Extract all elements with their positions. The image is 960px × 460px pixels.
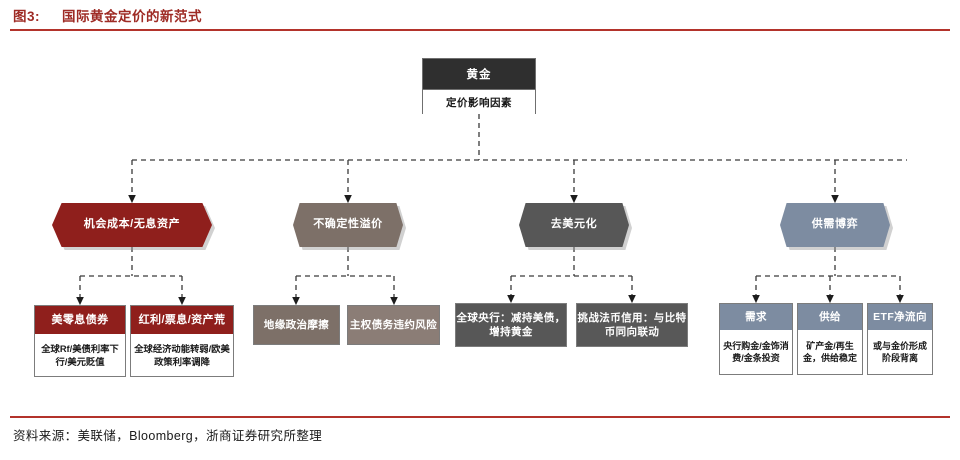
- leaf-title: 红利/票息/资产荒: [131, 306, 233, 334]
- leaf-global-central-banks[interactable]: 全球央行：减持美债，增持黄金: [455, 303, 567, 347]
- header-divider: [10, 29, 950, 31]
- page-title: 国际黄金定价的新范式: [62, 9, 203, 24]
- diagram-canvas: 黄金 定价影响因素 机会成本/无息资产 不确定性溢价 去美元化 供需博弈 美零息…: [0, 31, 960, 415]
- leaf-supply[interactable]: 供给 矿产金/再生金，供给稳定: [797, 303, 863, 375]
- leaf-dividend-coupon-asset-shortage[interactable]: 红利/票息/资产荒 全球经济动能转弱/欧美政策利率调降: [130, 305, 234, 377]
- node-uncertainty-premium[interactable]: 不确定性溢价: [293, 203, 403, 247]
- root-node-subtitle: 定价影响因素: [423, 90, 535, 114]
- leaf-etf-net-flow[interactable]: ETF净流向 或与金价形成阶段背离: [867, 303, 933, 375]
- leaf-detail: 全球Rf/美债利率下行/美元贬值: [41, 343, 119, 367]
- node-dedollarization[interactable]: 去美元化: [519, 203, 629, 247]
- connector-lines: [76, 114, 907, 306]
- leaf-demand[interactable]: 需求 央行购金/金饰消费/金条投资: [719, 303, 793, 375]
- node-supply-demand[interactable]: 供需博弈: [780, 203, 890, 247]
- root-node-title: 黄金: [423, 59, 535, 90]
- leaf-title: ETF净流向: [868, 304, 932, 330]
- leaf-title: 供给: [798, 304, 862, 330]
- figure-header: 图3: 国际黄金定价的新范式: [0, 0, 960, 30]
- leaf-detail: 全球经济动能转弱/欧美政策利率调降: [134, 343, 230, 367]
- leaf-detail: 矿产金/再生金，供给稳定: [802, 340, 857, 363]
- node-opportunity-cost[interactable]: 机会成本/无息资产: [52, 203, 212, 247]
- leaf-us-zero-coupon-bond[interactable]: 美零息债券 全球Rf/美债利率下行/美元贬值: [34, 305, 126, 377]
- footer-divider: [10, 416, 950, 418]
- leaf-detail: 央行购金/金饰消费/金条投资: [723, 340, 789, 363]
- figure-label: 图3:: [13, 9, 41, 24]
- leaf-title: 需求: [720, 304, 792, 330]
- leaf-geopolitical-friction[interactable]: 地缘政治摩擦: [253, 305, 340, 345]
- leaf-sovereign-default-risk[interactable]: 主权债务违约风险: [347, 305, 440, 345]
- node-root-gold[interactable]: 黄金 定价影响因素: [422, 58, 536, 114]
- leaf-detail: 或与金价形成阶段背离: [872, 340, 927, 363]
- leaf-fiat-credit-challenge[interactable]: 挑战法币信用：与比特币同向联动: [576, 303, 688, 347]
- leaf-title: 美零息债券: [35, 306, 125, 334]
- source-note: 资料来源：美联储，Bloomberg，浙商证券研究所整理: [13, 429, 323, 443]
